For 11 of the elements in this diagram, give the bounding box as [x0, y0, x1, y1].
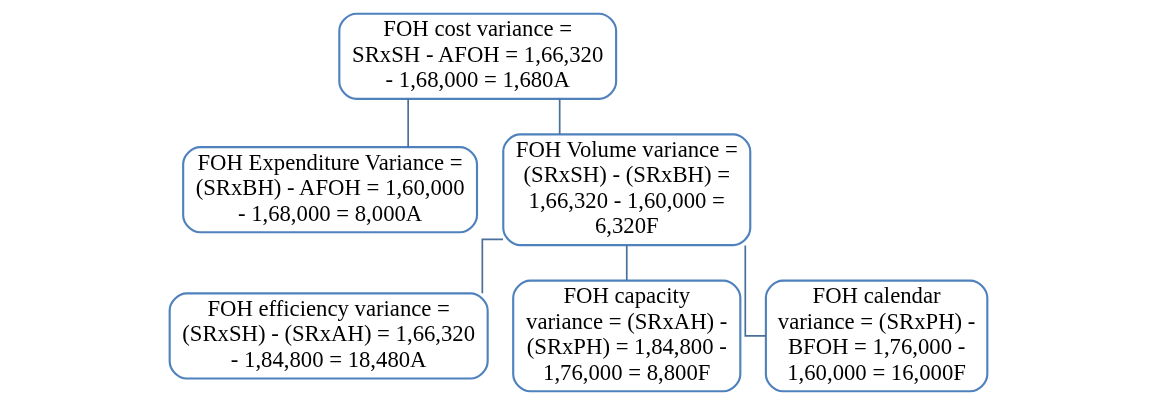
connector — [558, 98, 561, 135]
node-box: FOH cost variance = SRxSH - AFOH = 1,66,320 - 1,68,000 = 1,680A — [338, 12, 618, 100]
node-box: FOH Expenditure Variance = (SRxBH) - AFOH = 1,60,000 - 1,68,000 = 8,000A — [182, 146, 479, 234]
connector — [481, 238, 504, 295]
node-box: FOH capacity variance = (SRxAH) - (SRxPH) = 1,84,800 - 1,76,000 = 8,800F — [512, 279, 742, 393]
node-box: FOH Volume variance = (SRxSH) - (SRxBH) = 1,66,320 - 1,60,000 = 6,320F — [502, 133, 752, 247]
node-box: FOH calendar variance = (SRxPH) - BFOH = 1,76,000 - 1,60,000 = 16,000F — [764, 279, 989, 393]
node-box: FOH efficiency variance = (SRxSH) - (SRxAH) = 1,66,320 - 1,84,800 = 18,480A — [168, 292, 489, 380]
connector — [744, 244, 767, 337]
connector — [625, 244, 628, 282]
connector — [407, 98, 409, 148]
